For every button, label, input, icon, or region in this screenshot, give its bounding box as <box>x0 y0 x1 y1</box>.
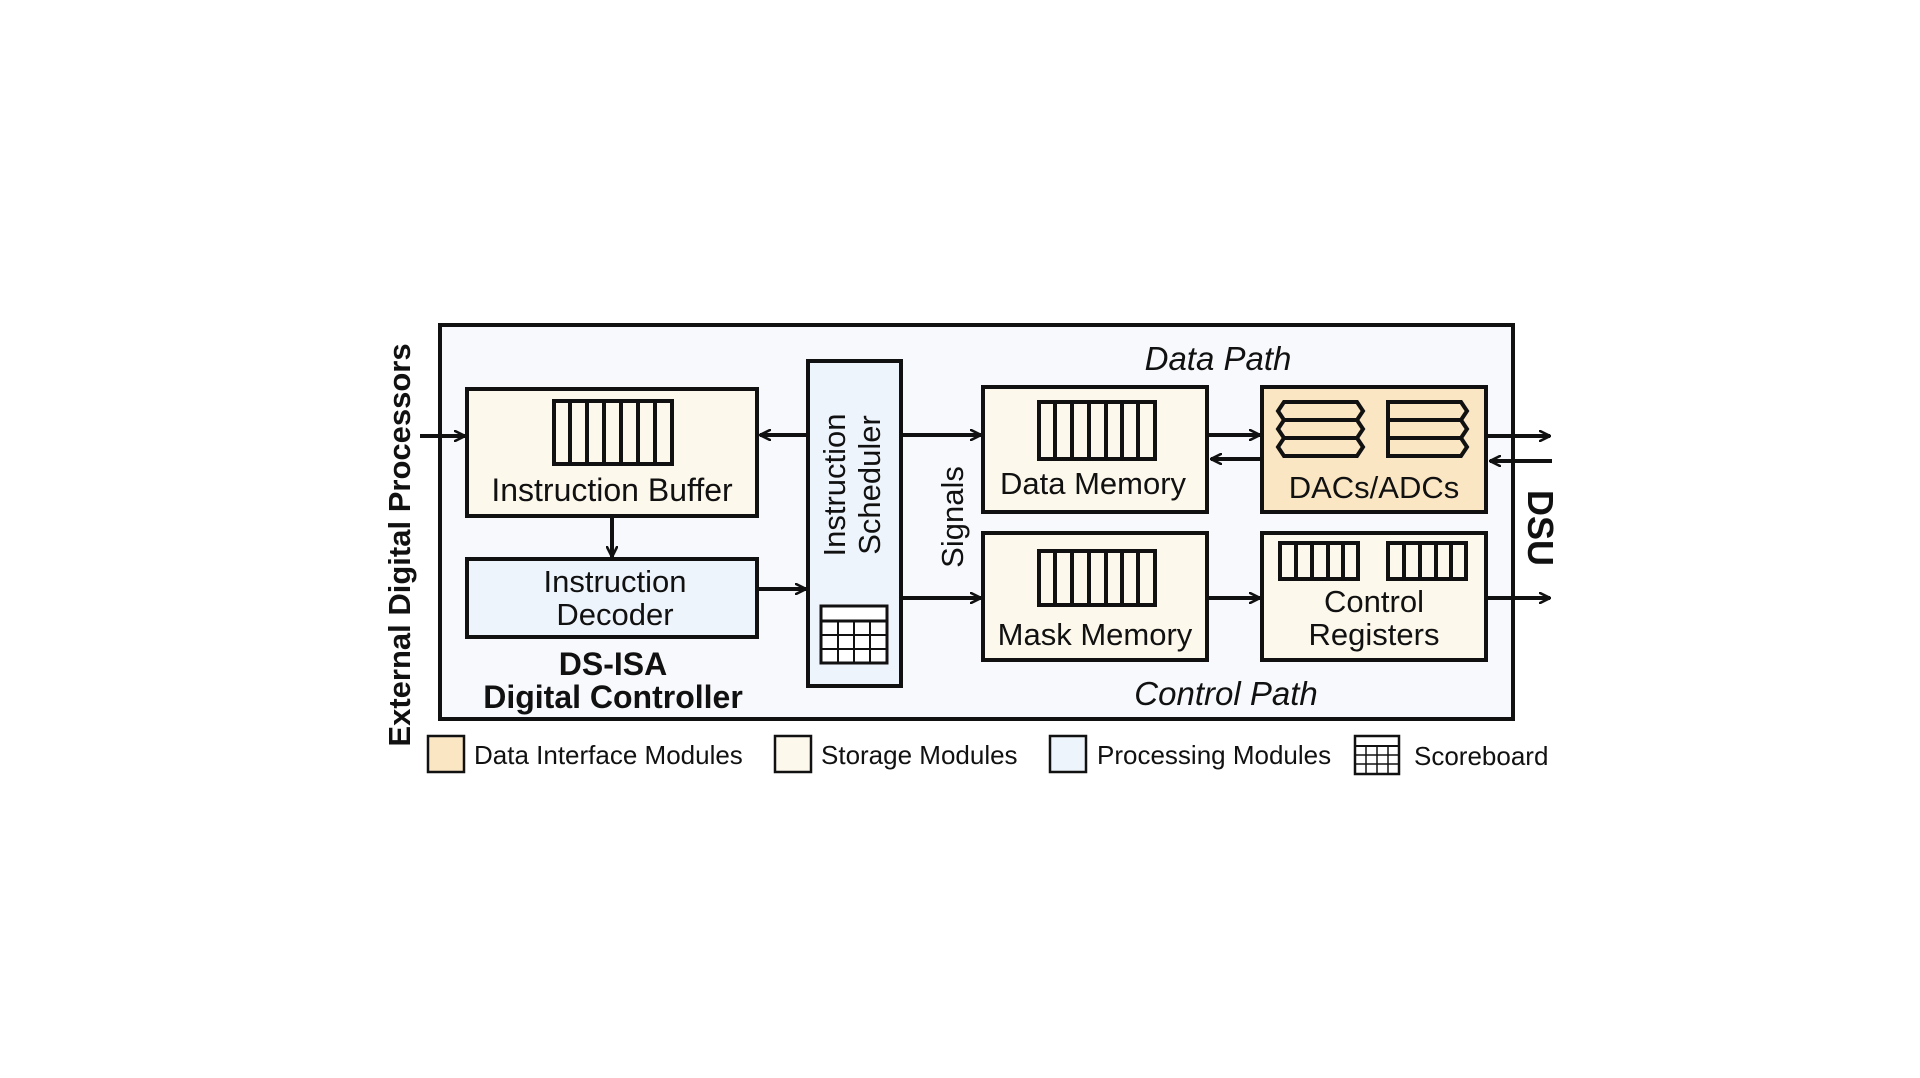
legend-label-storage: Storage Modules <box>821 740 1018 770</box>
scoreboard-icon <box>819 604 889 665</box>
legend-swatch-processing <box>1048 734 1088 774</box>
data-memory-label: Data Memory <box>1000 466 1187 501</box>
control-registers-label-line1: Control <box>1324 584 1424 619</box>
instruction-buffer-label: Instruction Buffer <box>491 472 733 508</box>
legend-label-data-interface: Data Interface Modules <box>474 740 743 770</box>
buffer-icon <box>1037 549 1157 607</box>
legend-swatch-scoreboard <box>1353 734 1401 776</box>
connections <box>420 435 1552 598</box>
instruction-scheduler-label-line1: Instruction <box>817 413 852 556</box>
instruction-scheduler-module: Instruction Scheduler <box>806 359 903 688</box>
instruction-decoder-module: Instruction Decoder <box>465 557 759 639</box>
signals-label: Signals <box>935 466 970 568</box>
external-processors-label: External Digital Processors <box>382 343 417 746</box>
dacs-adcs-label: DACs/ADCs <box>1289 470 1460 505</box>
control-registers-module: Control Registers <box>1260 531 1488 662</box>
register-icon <box>1278 541 1468 581</box>
mask-memory-module: Mask Memory <box>981 531 1209 662</box>
dsu-label: DSU <box>1520 490 1561 566</box>
legend-label-processing: Processing Modules <box>1097 740 1331 770</box>
instruction-decoder-label-line1: Instruction <box>543 564 686 599</box>
controller-title-line2: Digital Controller <box>483 679 743 715</box>
dacs-adcs-module: DACs/ADCs <box>1260 385 1488 514</box>
legend-label-scoreboard: Scoreboard <box>1414 741 1548 771</box>
instruction-decoder-label-line2: Decoder <box>556 597 673 632</box>
data-path-label: Data Path <box>1145 340 1292 377</box>
control-path-label: Control Path <box>1134 675 1317 712</box>
buffer-icon <box>1037 400 1157 461</box>
control-registers-label-line2: Registers <box>1309 617 1440 652</box>
legend-swatch-storage <box>773 734 813 774</box>
controller-title-line1: DS-ISA <box>559 646 667 682</box>
converter-icon <box>1275 400 1470 458</box>
instruction-scheduler-label-line2: Scheduler <box>852 415 887 555</box>
legend-swatch-data-interface <box>426 734 466 774</box>
legend: Data Interface Modules Storage Modules P… <box>426 734 1548 776</box>
data-memory-module: Data Memory <box>981 385 1209 514</box>
instruction-buffer-module: Instruction Buffer <box>465 387 759 518</box>
buffer-icon <box>552 399 674 466</box>
mask-memory-label: Mask Memory <box>998 617 1193 652</box>
